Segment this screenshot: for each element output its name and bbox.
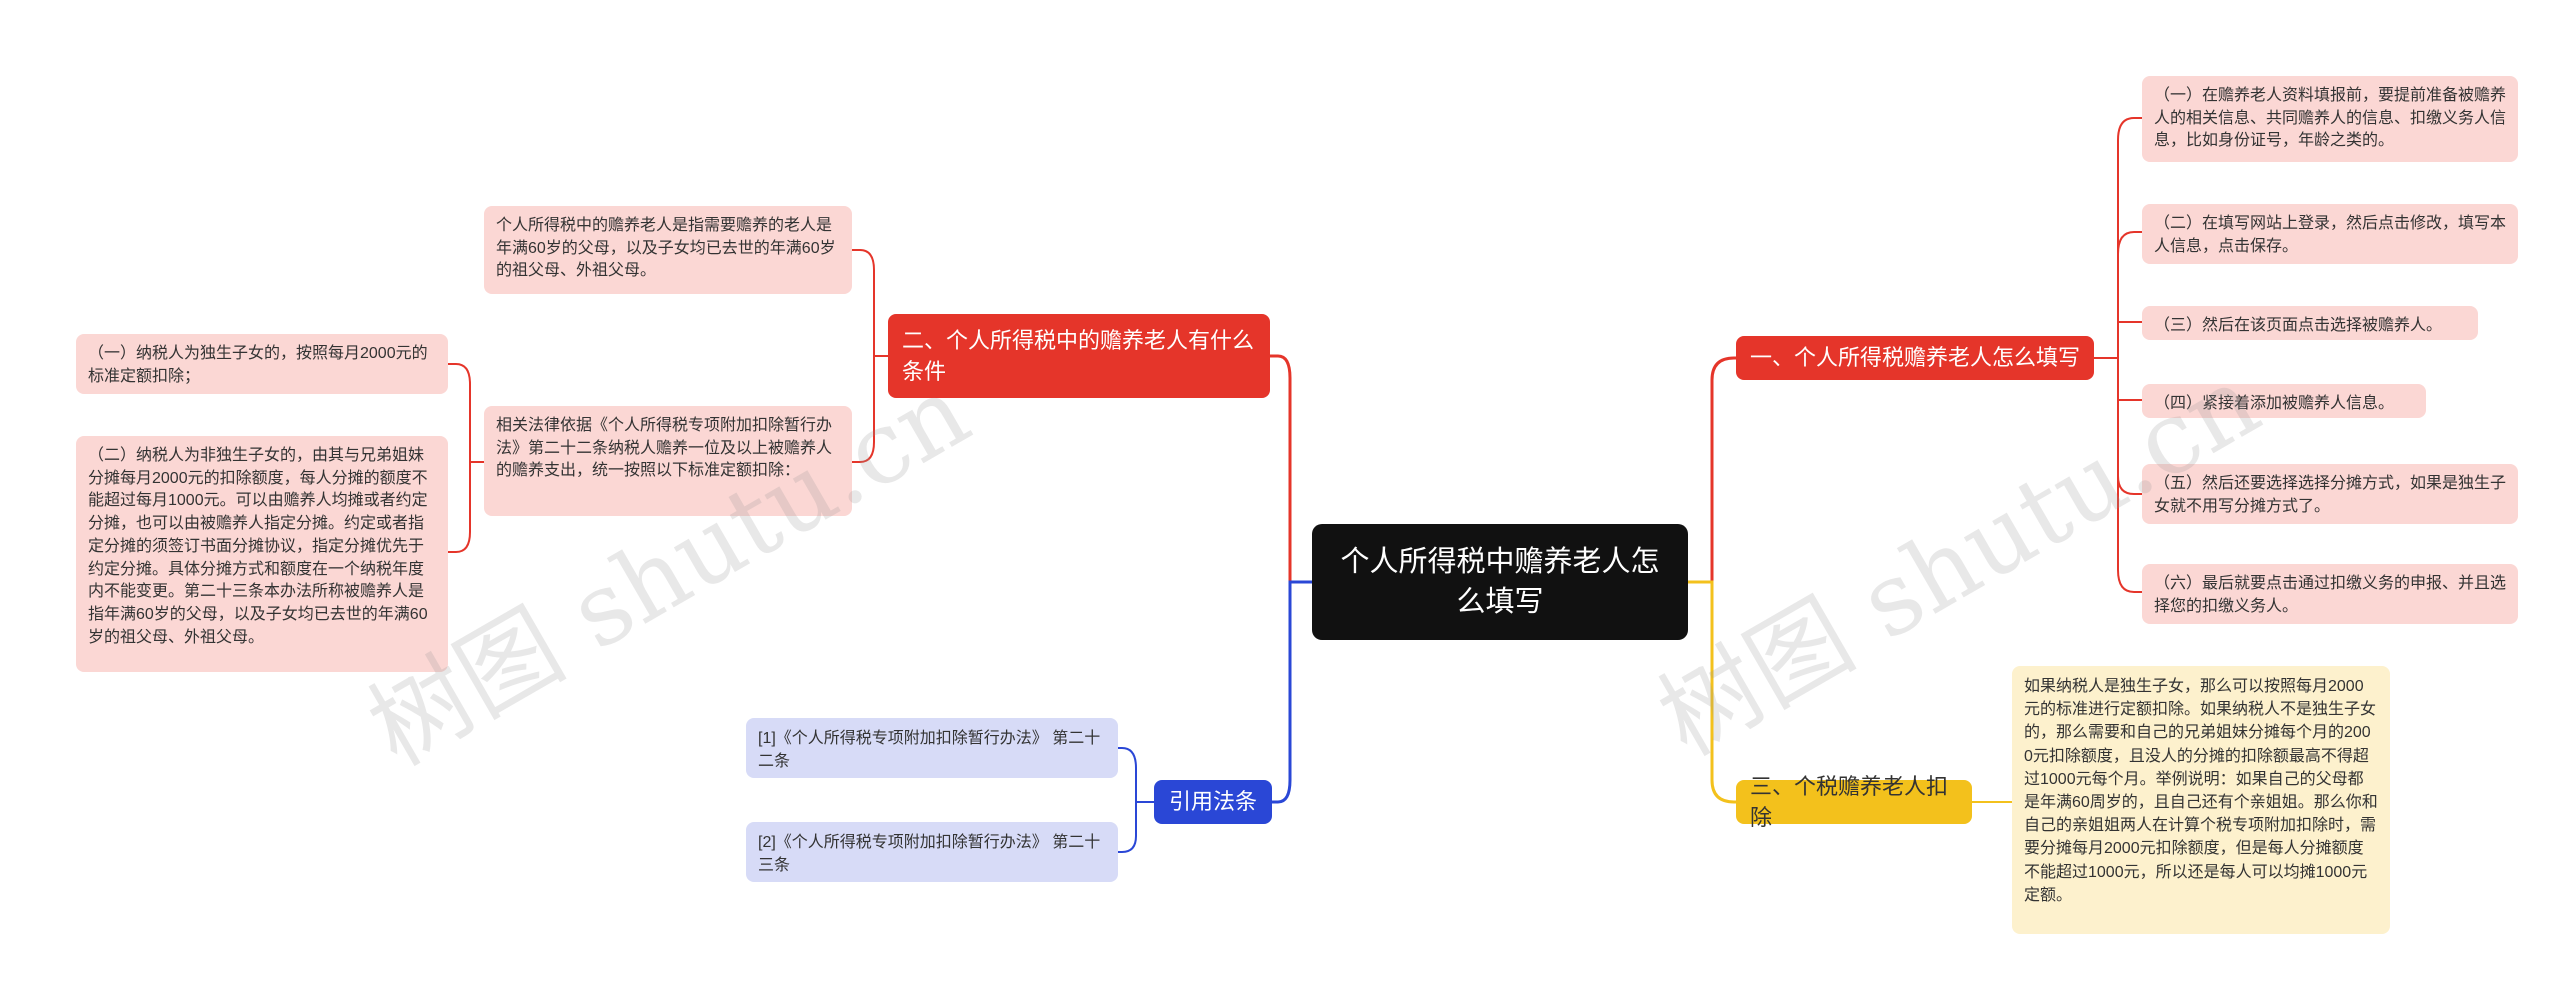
leaf-step-4[interactable]: （四）紧接着添加被赡养人信息。	[2142, 384, 2426, 418]
branch-deduction-label: 三、个税赡养老人扣除	[1750, 773, 1949, 830]
citation-2[interactable]: [2]《个人所得税专项附加扣除暂行办法》 第二十三条	[746, 822, 1118, 882]
leaf-definition[interactable]: 个人所得税中的赡养老人是指需要赡养的老人是年满60岁的父母，以及子女均已去世的年…	[484, 206, 852, 294]
leaf-step-3[interactable]: （三）然后在该页面点击选择被赡养人。	[2142, 306, 2478, 340]
leaf-non-only-child[interactable]: （二）纳税人为非独生子女的，由其与兄弟姐妹分摊每月2000元的扣除额度，每人分摊…	[76, 436, 448, 672]
branch-deduction[interactable]: 三、个税赡养老人扣除	[1736, 774, 1972, 830]
citation-1[interactable]: [1]《个人所得税专项附加扣除暂行办法》 第二十二条	[746, 718, 1118, 778]
root-topic[interactable]: 个人所得税中赡养老人怎么填写	[1312, 524, 1688, 640]
branch-fill-guide[interactable]: 一、个人所得税赡养老人怎么填写	[1736, 336, 2094, 380]
branch-conditions[interactable]: 二、个人所得税中的赡养老人有什么条件	[888, 314, 1270, 398]
branch-citations-label: 引用法条	[1168, 789, 1257, 815]
leaf-legal-basis[interactable]: 相关法律依据《个人所得税专项附加扣除暂行办法》第二十二条纳税人赡养一位及以上被赡…	[484, 406, 852, 516]
root-title: 个人所得税中赡养老人怎么填写	[1340, 545, 1660, 618]
leaf-step-6[interactable]: （六）最后就要点击通过扣缴义务的申报、并且选择您的扣缴义务人。	[2142, 564, 2518, 624]
branch-citations[interactable]: 引用法条	[1154, 780, 1272, 824]
leaf-step-1[interactable]: （一）在赡养老人资料填报前，要提前准备被赡养人的相关信息、共同赡养人的信息、扣缴…	[2142, 76, 2518, 162]
leaf-step-5[interactable]: （五）然后还要选择选择分摊方式，如果是独生子女就不用写分摊方式了。	[2142, 464, 2518, 524]
branch-fill-guide-label: 一、个人所得税赡养老人怎么填写	[1750, 345, 2081, 371]
leaf-only-child[interactable]: （一）纳税人为独生子女的，按照每月2000元的标准定额扣除；	[76, 334, 448, 394]
leaf-deduction-text[interactable]: 如果纳税人是独生子女，那么可以按照每月2000元的标准进行定额扣除。如果纳税人不…	[2012, 666, 2390, 934]
leaf-step-2[interactable]: （二）在填写网站上登录，然后点击修改，填写本人信息，点击保存。	[2142, 204, 2518, 264]
branch-conditions-label: 二、个人所得税中的赡养老人有什么条件	[902, 327, 1255, 384]
